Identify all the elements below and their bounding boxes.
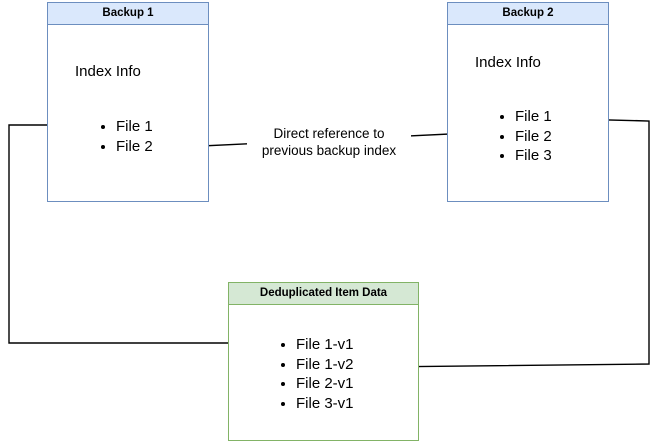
reference-note-line-2: previous backup index: [261, 143, 397, 158]
dedup-item: File 2-v1: [296, 374, 354, 394]
reference-note-line-1: Direct reference to: [273, 126, 385, 141]
backup-2-file-item: File 3: [515, 146, 552, 166]
backup-2-container: Backup 2 Index Info File 1 File 2 File 3: [447, 2, 609, 202]
backup-1-file-item: File 1: [116, 117, 153, 137]
dedup-item: File 3-v1: [296, 394, 354, 414]
dedup-data-title: Deduplicated Item Data: [229, 283, 418, 305]
connector-backup2-file1-to-file1-v2: [370, 118, 650, 374]
dedup-data-container: Deduplicated Item Data File 1-v1 File 1-…: [228, 282, 419, 441]
reference-note: Direct reference to previous backup inde…: [247, 125, 411, 159]
backup-2-index-label: Index Info: [475, 54, 541, 71]
backup-1-title: Backup 1: [48, 3, 208, 25]
backup-2-file-item: File 2: [515, 127, 552, 147]
backup-1-file-item: File 2: [116, 137, 153, 157]
backup-2-file-list: File 1 File 2 File 3: [495, 107, 552, 166]
backup-2-file-item: File 1: [515, 107, 552, 127]
backup-2-title: Backup 2: [448, 3, 608, 25]
backup-1-index-label: Index Info: [75, 63, 141, 80]
backup-1-container: Backup 1 Index Info File 1 File 2: [47, 2, 209, 202]
backup-1-file-list: File 1 File 2: [96, 117, 153, 156]
dedup-item-list: File 1-v1 File 1-v2 File 2-v1 File 3-v1: [276, 335, 354, 413]
dedup-item: File 1-v1: [296, 335, 354, 355]
dedup-item: File 1-v2: [296, 355, 354, 375]
